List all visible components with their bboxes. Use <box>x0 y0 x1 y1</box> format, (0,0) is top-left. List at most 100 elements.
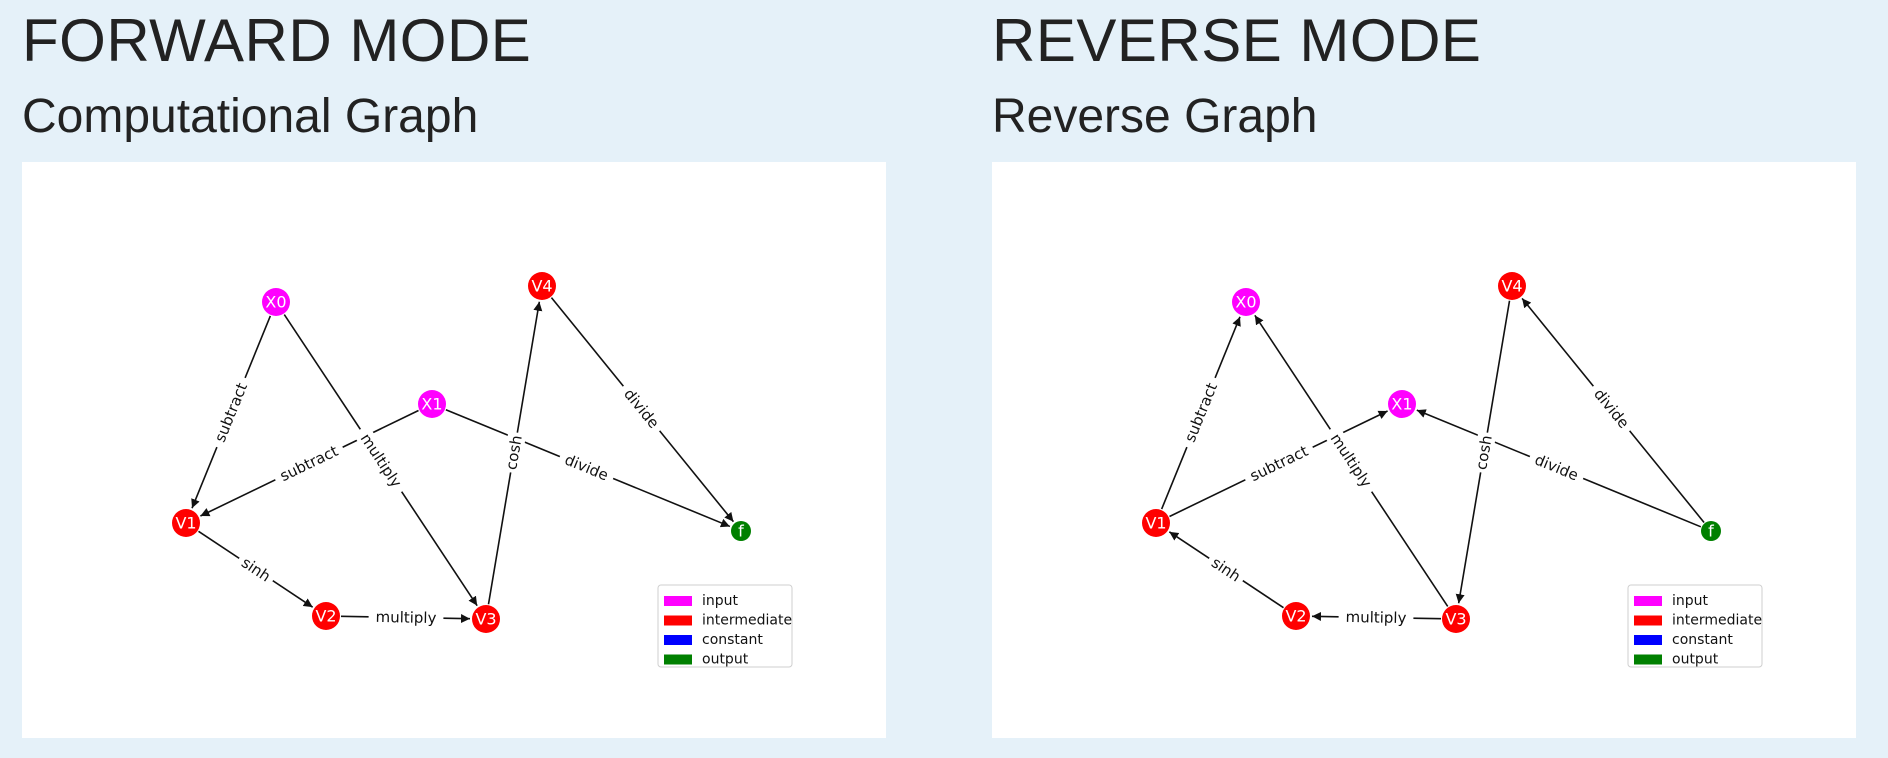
node-x0: X0 <box>262 288 290 316</box>
edge-label-text: subtract <box>1247 442 1311 485</box>
node-f: f <box>1701 521 1721 541</box>
edge-label-text: multiply <box>375 608 436 627</box>
edge-label: subtract <box>208 374 254 451</box>
edge-label-background <box>1586 380 1637 437</box>
edge-label: divide <box>616 380 667 437</box>
edge-label-text: cosh <box>502 434 526 471</box>
legend-label-constant: constant <box>702 632 763 648</box>
edge-label: sinh <box>1204 550 1248 589</box>
node-circle <box>262 288 290 316</box>
edge-label-background <box>556 448 617 487</box>
node-x0: X0 <box>1232 288 1260 316</box>
legend-swatch-output <box>664 654 692 665</box>
reverse-mode-panel: REVERSE MODE Reverse Graph subtract subtr… <box>992 0 1856 758</box>
edge-label-text: divide <box>1590 385 1633 432</box>
node-circle <box>472 605 500 633</box>
node-circle <box>1498 272 1526 300</box>
legend-swatch-intermediate <box>1634 615 1662 626</box>
edge-label-text: cosh <box>1472 434 1496 471</box>
edge-label-text: subtract <box>211 380 251 445</box>
graph-title: Reverse Graph <box>992 90 1318 143</box>
edge-label-background <box>1471 431 1497 474</box>
legend: input intermediate constant output <box>657 584 793 668</box>
mode-title: REVERSE MODE <box>992 7 1482 74</box>
legend-label-constant: constant <box>1672 632 1733 648</box>
edge-label: cosh <box>501 431 527 474</box>
edge-label-text: divide <box>1532 451 1581 485</box>
edge-label-background <box>616 380 667 437</box>
legend-swatch-output <box>1634 654 1662 665</box>
node-circle <box>1442 605 1470 633</box>
legend-swatch-input <box>1634 596 1662 606</box>
edge-label-background <box>1322 424 1380 497</box>
node-circle <box>312 602 340 630</box>
node-label: f <box>1708 522 1714 541</box>
node-label: V2 <box>315 607 336 626</box>
edge-label-background <box>1338 607 1414 628</box>
node-circle <box>731 521 751 541</box>
edge-label: cosh <box>1471 431 1497 474</box>
edge-label: subtract <box>1241 439 1317 488</box>
forward-mode-panel: FORWARD MODE Computational Graph subtrac… <box>22 0 886 758</box>
node-circle <box>1232 288 1260 316</box>
legend-label-intermediate: intermediate <box>1672 613 1762 629</box>
edge-label-background <box>501 431 527 474</box>
mode-title: FORWARD MODE <box>22 7 532 74</box>
node-x1: X1 <box>1388 390 1416 418</box>
edge-label: multiply <box>1322 424 1380 497</box>
node-f: f <box>731 521 751 541</box>
node-label: V4 <box>1501 277 1522 296</box>
edge-label-text: subtract <box>277 442 341 485</box>
legend-swatch-constant <box>664 635 692 645</box>
edge-label-background <box>1204 550 1248 589</box>
node-v3: V3 <box>1442 605 1470 633</box>
node-label: X0 <box>1235 293 1256 312</box>
edge-label: divide <box>556 448 617 487</box>
node-v4: V4 <box>528 272 556 300</box>
edge-label: subtract <box>1178 374 1224 451</box>
edge-label-background <box>1241 439 1317 488</box>
legend: input intermediate constant output <box>1627 584 1763 668</box>
legend-label-output: output <box>702 652 749 668</box>
edge-label: subtract <box>271 439 347 488</box>
edge-label-background <box>1526 448 1587 487</box>
edge-label-background <box>1178 374 1224 451</box>
legend-swatch-input <box>664 596 692 606</box>
edge-label-background <box>208 374 254 451</box>
legend-label-input: input <box>1672 593 1709 609</box>
node-circle <box>1142 509 1170 537</box>
node-x1: X1 <box>418 390 446 418</box>
edge-label-background <box>352 424 410 497</box>
node-label: V3 <box>1445 610 1466 629</box>
edge-label: divide <box>1586 380 1637 437</box>
node-label: f <box>738 522 744 541</box>
legend-label-intermediate: intermediate <box>702 613 792 629</box>
node-circle <box>172 509 200 537</box>
legend-label-output: output <box>1672 652 1719 668</box>
edge-label-text: divide <box>562 451 611 485</box>
node-label: V3 <box>475 610 496 629</box>
node-label: X1 <box>421 395 442 414</box>
edge-label-background <box>368 607 444 628</box>
edge-label-text: divide <box>620 385 663 432</box>
legend-label-input: input <box>702 593 739 609</box>
node-label: V2 <box>1285 607 1306 626</box>
node-label: X0 <box>265 293 286 312</box>
edge-label-text: subtract <box>1181 380 1221 445</box>
node-v2: V2 <box>1282 602 1310 630</box>
node-circle <box>528 272 556 300</box>
node-label: V4 <box>531 277 552 296</box>
node-v2: V2 <box>312 602 340 630</box>
node-v1: V1 <box>1142 509 1170 537</box>
edge-label: multiply <box>368 607 444 628</box>
node-circle <box>1701 521 1721 541</box>
edge-label: divide <box>1526 448 1587 487</box>
edge-label-text: multiply <box>1327 430 1376 491</box>
node-v4: V4 <box>1498 272 1526 300</box>
